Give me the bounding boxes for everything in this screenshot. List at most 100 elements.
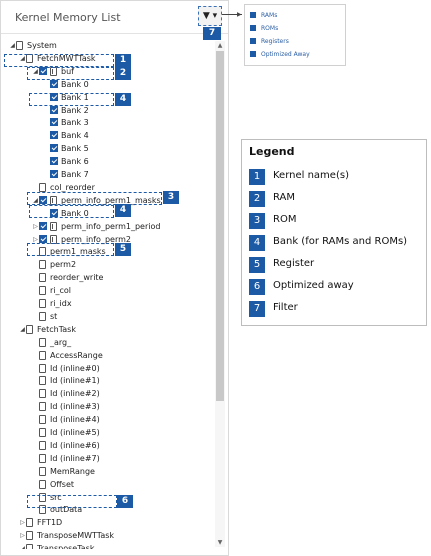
legend-text: Register (273, 258, 315, 269)
callout-box-register (27, 243, 114, 256)
tree-row-label: FFT1D (37, 518, 63, 528)
document-icon (39, 350, 46, 360)
collapse-arrow-icon[interactable]: ◢ (33, 67, 38, 75)
tree-row[interactable]: st (1, 310, 213, 323)
tree-row-label: MemRange (50, 466, 95, 476)
document-icon (39, 453, 46, 463)
tree-row[interactable]: Id (inline#7) (1, 452, 213, 465)
document-icon (39, 311, 46, 321)
tree-row[interactable]: Bank 0 (1, 207, 213, 220)
tree-row[interactable]: perm2 (1, 258, 213, 271)
tree-row[interactable]: Offset (1, 478, 213, 491)
tree-row-label: Id (inline#2) (50, 389, 100, 399)
checkbox-checked-icon[interactable] (50, 144, 58, 153)
memory-icon (50, 221, 57, 231)
tree-row-label: Bank 4 (61, 131, 89, 141)
tree-row-label: Id (inline#6) (50, 440, 100, 450)
checkbox-checked-icon[interactable] (250, 12, 256, 18)
tree-row[interactable]: Id (inline#2) (1, 387, 213, 400)
checkbox-checked-icon[interactable] (50, 208, 58, 217)
expand-arrow-icon[interactable]: ▷ (20, 532, 25, 540)
checkbox-checked-icon[interactable] (50, 170, 58, 178)
tree-row[interactable]: Bank 7 (1, 168, 213, 181)
checkbox-checked-icon[interactable] (50, 157, 58, 166)
filter-menu: RAMs ROMs Registers Optimized Away (244, 4, 346, 66)
tree-row[interactable]: Bank 4 (1, 129, 213, 142)
tree-row-label: perm_info_perm1_masks (61, 195, 161, 205)
tree-row-label: Bank 3 (61, 118, 89, 128)
tree-row[interactable]: Id (inline#4) (1, 413, 213, 426)
tree-row[interactable]: Id (inline#6) (1, 439, 213, 452)
callout-box-kernel (4, 54, 114, 67)
expand-arrow-icon[interactable]: ▷ (33, 222, 38, 230)
kernel-memory-panel: Kernel Memory List ▼ ▾ ◢System◢FetchMWTT… (0, 0, 229, 556)
legend-text: Kernel name(s) (273, 170, 349, 181)
tree-row[interactable]: Id (inline#5) (1, 426, 213, 439)
tree-row[interactable]: ▷ TransposeMWTTask (1, 529, 213, 542)
document-icon (39, 337, 46, 347)
tree-row[interactable]: ◢TransposeTask (1, 542, 213, 549)
tree-row[interactable]: ri_col (1, 284, 213, 297)
tree-row[interactable]: reorder_write (1, 271, 213, 284)
tree-row-label: System (27, 41, 57, 50)
tree-row-label: perm1_masks (50, 247, 106, 257)
tree-row-label: Id (inline#0) (50, 363, 100, 373)
tree-row-label: perm_info_perm1_period (61, 221, 161, 231)
tree-row[interactable]: _arg_ (1, 336, 213, 349)
collapse-arrow-icon[interactable]: ◢ (20, 54, 25, 62)
legend-number: 5 (249, 257, 265, 273)
tree-row[interactable]: Id (inline#3) (1, 400, 213, 413)
collapse-arrow-icon[interactable]: ◢ (10, 42, 15, 49)
tree-row[interactable]: Bank 0 (1, 78, 213, 91)
tree-row[interactable]: Id (inline#0) (1, 362, 213, 375)
tree-row[interactable]: src (1, 491, 213, 504)
checkbox-checked-icon[interactable] (39, 195, 47, 204)
checkbox-checked-icon[interactable] (50, 131, 58, 140)
document-icon (39, 299, 46, 308)
tree-row[interactable]: ri_idx (1, 297, 213, 310)
checkbox-checked-icon[interactable] (50, 118, 58, 127)
tree-row[interactable]: ▷ perm_info_perm1_period (1, 220, 213, 233)
document-icon (16, 41, 23, 50)
collapse-arrow-icon[interactable]: ◢ (20, 325, 25, 333)
checkbox-checked-icon[interactable] (250, 38, 256, 44)
collapse-arrow-icon[interactable]: ◢ (33, 196, 38, 204)
tree-row[interactable]: col_reorder (1, 181, 213, 194)
checkbox-checked-icon[interactable] (39, 234, 47, 243)
tree-row[interactable]: AccessRange (1, 349, 213, 362)
scroll-down-arrow-icon[interactable]: ▼ (217, 539, 223, 546)
checkbox-checked-icon[interactable] (250, 25, 256, 31)
tree-row[interactable]: Bank 3 (1, 116, 213, 129)
tree-row-label: TransposeMWTTask (37, 531, 115, 541)
checkbox-checked-icon[interactable] (250, 51, 256, 57)
tree-row[interactable]: Bank 6 (1, 155, 213, 168)
scroll-up-arrow-icon[interactable]: ▲ (217, 42, 223, 49)
tree-row[interactable]: outData (1, 503, 213, 516)
tree-row-label: st (50, 311, 58, 321)
scrollbar-thumb[interactable] (216, 51, 224, 401)
tree-row[interactable]: Bank 2 (1, 104, 213, 117)
legend-text: ROM (273, 214, 297, 225)
legend-text: Optimized away (273, 280, 354, 291)
tree-row[interactable]: ◢ System (1, 39, 213, 52)
expand-arrow-icon[interactable]: ▷ (33, 235, 38, 243)
filter-button[interactable]: ▼ ▾ (198, 6, 222, 26)
checkbox-checked-icon[interactable] (39, 221, 47, 230)
tree-row[interactable]: ▷ FFT1D (1, 516, 213, 529)
expand-arrow-icon[interactable]: ▷ (20, 519, 25, 527)
connector-arrow-icon: ▶ (237, 11, 242, 18)
checkbox-checked-icon[interactable] (50, 79, 58, 88)
tree-row[interactable]: Bank 5 (1, 142, 213, 155)
tree-row-label: perm_info_perm2 (61, 234, 131, 244)
tree-row[interactable]: Id (inline#1) (1, 374, 213, 387)
callout-tag-5: 5 (115, 243, 131, 256)
tree-row-label: Bank 0 (61, 208, 89, 218)
tree-row[interactable]: MemRange (1, 465, 213, 478)
collapse-arrow-icon[interactable]: ◢ (20, 545, 25, 549)
tree-row[interactable]: ◢FetchTask (1, 323, 213, 336)
tree-row-label: Bank 7 (61, 170, 89, 179)
document-icon (39, 273, 46, 283)
legend-number: 4 (249, 235, 265, 251)
checkbox-checked-icon[interactable] (50, 105, 58, 114)
